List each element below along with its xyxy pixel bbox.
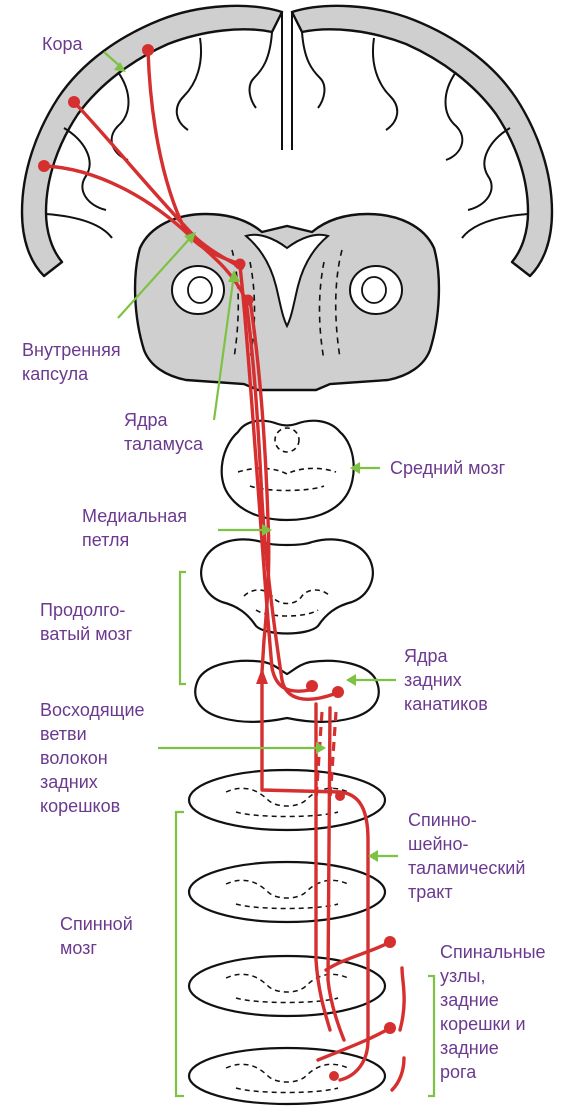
dorsal-root <box>392 1058 404 1090</box>
spinal-segment-2 <box>189 862 385 922</box>
dorsal-horn-neuron <box>335 791 345 801</box>
brace-spinal-ganglia <box>428 976 434 1096</box>
gyrus-line <box>373 38 397 130</box>
thalamic-neuron <box>243 295 254 306</box>
gyrus-line <box>177 38 201 130</box>
label-internal-capsule: Внутренняя капсула <box>22 338 121 386</box>
label-spinal-ganglia: Спинальные узлы, задние корешки и задние… <box>440 940 546 1084</box>
spinal-segment-3 <box>189 956 385 1016</box>
gyrus-line <box>462 214 528 238</box>
label-spinothalamic-tract: Спинно- шейно- таламический тракт <box>408 808 525 904</box>
putamen-right <box>350 266 402 314</box>
brace-spinal-cord <box>176 812 184 1096</box>
label-ascending-branches: Восходящие ветви волокон задних корешков <box>40 698 145 818</box>
dorsal-horn-neuron <box>329 1071 339 1081</box>
dorsal-column-neuron <box>332 686 344 698</box>
cortical-neuron <box>68 96 80 108</box>
label-cortex: Кора <box>42 32 83 56</box>
gyrus-line <box>468 128 510 210</box>
label-spinal-cord: Спинной мозг <box>60 912 133 960</box>
label-thalamic-nuclei: Ядра таламуса <box>124 408 203 456</box>
deep-brain <box>135 214 439 390</box>
dorsal-root <box>400 968 404 1030</box>
ganglion-cell <box>384 1022 396 1034</box>
label-medulla: Продолго- ватый мозг <box>40 598 132 646</box>
gyrus-line <box>446 72 463 160</box>
label-midbrain: Средний мозг <box>390 456 505 480</box>
dorsal-column-neuron <box>306 680 318 692</box>
putamen-left <box>172 266 224 314</box>
gyrus-line <box>302 32 324 108</box>
gyrus-line <box>250 32 272 108</box>
pons-section <box>201 539 373 633</box>
spinal-segment-4 <box>189 1048 385 1104</box>
midbrain-section <box>222 421 354 520</box>
spinal-segments <box>189 770 385 1104</box>
brace-medulla <box>180 572 186 684</box>
cortical-neuron <box>38 160 50 172</box>
ganglion-cell <box>384 936 396 948</box>
interhemispheric-fissure <box>282 12 292 150</box>
thalamic-neuron <box>235 259 246 270</box>
label-medial-lemniscus: Медиальная петля <box>82 504 187 552</box>
gyrus-line <box>46 214 112 238</box>
cortical-neuron <box>142 44 154 56</box>
label-dorsal-column-nuclei: Ядра задних канатиков <box>404 644 488 716</box>
